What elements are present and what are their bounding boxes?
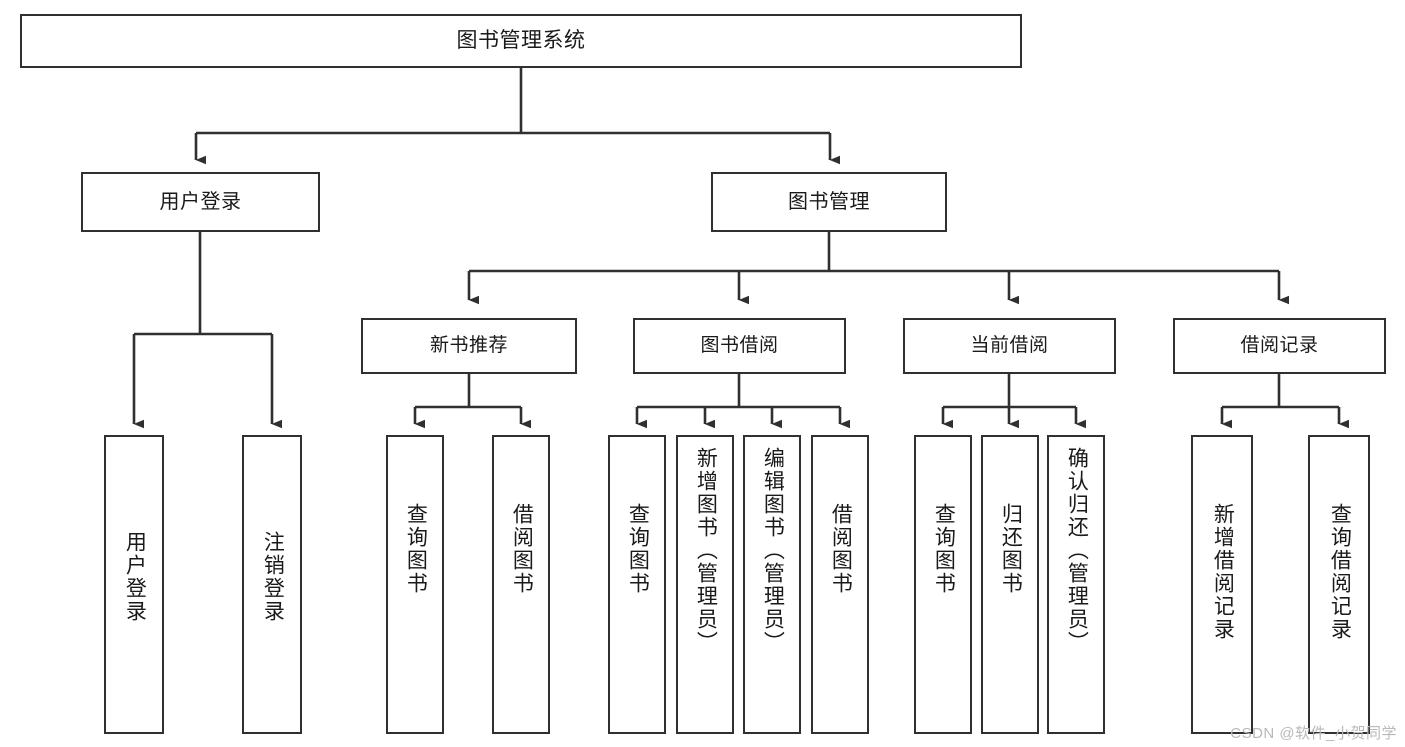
node-label: 图书借阅 — [700, 335, 779, 357]
node-leaf-user-login[interactable]: 用户登录 — [104, 435, 164, 734]
node-label: 图书管理系统 — [456, 28, 586, 52]
node-label: 查询图书 — [626, 503, 650, 595]
node-label: 图书管理 — [788, 190, 870, 213]
node-leaf-add-record[interactable]: 新增借阅记录 — [1191, 435, 1253, 734]
node-leaf-confirm-return[interactable]: 确认归还（管理员） — [1047, 435, 1105, 734]
node-label: 查询图书 — [932, 503, 956, 595]
node-leaf-query-book-3[interactable]: 查询图书 — [914, 435, 972, 734]
node-label: 新增借阅记录 — [1211, 503, 1235, 641]
node-current-borrow[interactable]: 当前借阅 — [903, 318, 1116, 374]
node-user-login[interactable]: 用户登录 — [81, 172, 320, 232]
node-leaf-borrow-book-2[interactable]: 借阅图书 — [811, 435, 869, 734]
node-new-book-recommend[interactable]: 新书推荐 — [361, 318, 577, 374]
node-label: 当前借阅 — [970, 335, 1049, 357]
node-label: 注销登录 — [261, 531, 285, 623]
node-label: 用户登录 — [159, 190, 242, 213]
node-leaf-query-book-2[interactable]: 查询图书 — [608, 435, 666, 734]
node-book-borrow[interactable]: 图书借阅 — [633, 318, 846, 374]
node-label: 借阅图书 — [510, 503, 534, 595]
node-label: 编辑图书（管理员） — [761, 447, 785, 654]
node-leaf-borrow-book-1[interactable]: 借阅图书 — [492, 435, 550, 734]
node-book-management-system[interactable]: 图书管理系统 — [20, 14, 1022, 68]
node-label: 借阅记录 — [1240, 335, 1319, 357]
node-label: 新书推荐 — [429, 335, 508, 357]
node-label: 归还图书 — [999, 503, 1023, 595]
node-leaf-query-book-1[interactable]: 查询图书 — [386, 435, 444, 734]
csdn-watermark: CSDN @软件_小贺同学 — [1230, 725, 1397, 742]
node-label: 查询借阅记录 — [1328, 503, 1352, 641]
node-leaf-query-record[interactable]: 查询借阅记录 — [1308, 435, 1370, 734]
node-label: 借阅图书 — [829, 503, 853, 595]
node-label: 确认归还（管理员） — [1065, 447, 1089, 654]
node-label: 查询图书 — [404, 503, 428, 595]
node-leaf-return-book[interactable]: 归还图书 — [981, 435, 1039, 734]
node-label: 用户登录 — [123, 531, 147, 623]
node-book-manage[interactable]: 图书管理 — [711, 172, 947, 232]
node-leaf-add-book[interactable]: 新增图书（管理员） — [676, 435, 734, 734]
node-leaf-edit-book[interactable]: 编辑图书（管理员） — [743, 435, 801, 734]
node-leaf-logout-login[interactable]: 注销登录 — [242, 435, 302, 734]
node-borrow-record[interactable]: 借阅记录 — [1173, 318, 1386, 374]
node-label: 新增图书（管理员） — [694, 447, 718, 654]
